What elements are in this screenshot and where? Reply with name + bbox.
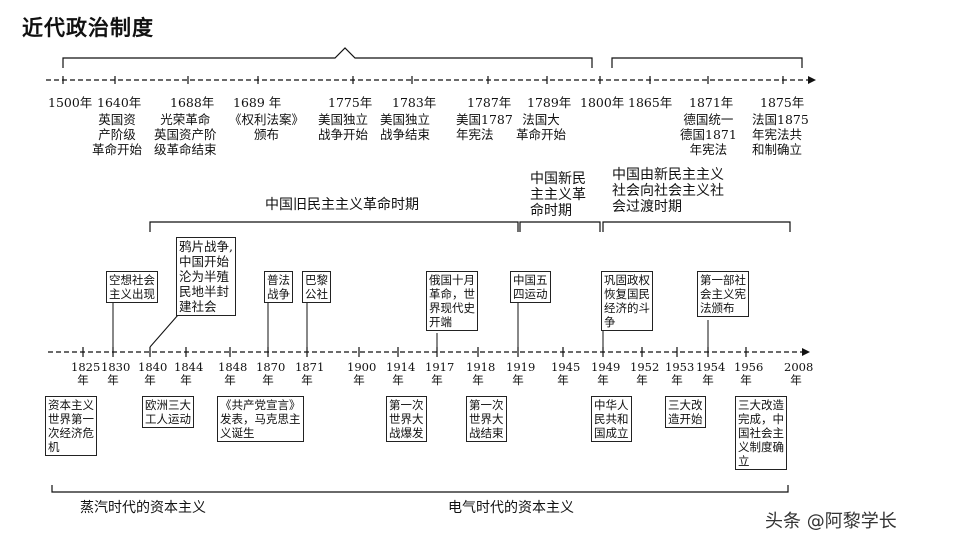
box-communist-manifesto: 《共产党宣言》发表，马克思主义诞生 bbox=[217, 396, 304, 442]
era-electric: 电气时代的资本主义 bbox=[448, 500, 574, 516]
box-prc-founded: 中华人民共和国成立 bbox=[591, 396, 632, 442]
box-workers-movements: 欧洲三大工人运动 bbox=[142, 396, 194, 428]
era-steam: 蒸汽时代的资本主义 bbox=[80, 500, 206, 516]
box-franco-prussian-war: 普法战争 bbox=[264, 271, 293, 303]
box-first-constitution: 第一部社会主义宪法颁布 bbox=[697, 271, 749, 317]
watermark: 头条 @阿黎学长 bbox=[765, 511, 897, 532]
box-opium-war: 鸦片战争,中国开始沦为半殖民地半封建社会 bbox=[176, 237, 236, 316]
event-1688: 光荣革命 英国资产阶 级革命结束 bbox=[154, 112, 217, 157]
box-ww1-start: 第一次世界大战爆发 bbox=[386, 396, 427, 442]
box-three-reforms-complete: 三大改造完成，中国社会主义制度确立 bbox=[735, 396, 787, 470]
top-year-1871: 1871年 bbox=[689, 95, 734, 110]
top-year-1789: 1789年 bbox=[527, 95, 572, 110]
box-utopian-socialism: 空想社会主义出现 bbox=[106, 271, 158, 303]
event-1640: 英国资 产阶级 革命开始 bbox=[92, 112, 143, 157]
box-ww1-end: 第一次世界大战结束 bbox=[466, 396, 507, 442]
top-year-1640: 1640年 bbox=[97, 95, 142, 110]
box-may-fourth-movement: 中国五四运动 bbox=[510, 271, 551, 303]
top-year-1783: 1783年 bbox=[392, 95, 437, 110]
box-paris-commune: 巴黎公社 bbox=[302, 271, 331, 303]
box-three-reforms-start: 三大改造开始 bbox=[665, 396, 706, 428]
event-1775: 美国独立 战争开始 bbox=[318, 112, 369, 142]
top-year-1787: 1787年 bbox=[467, 95, 512, 110]
box-economic-crisis: 资本主义世界第一次经济危机 bbox=[45, 396, 97, 456]
box-october-revolution: 俄国十月革命，世界现代史开端 bbox=[426, 271, 478, 331]
event-1789: 法国大 革命开始 bbox=[516, 112, 567, 142]
top-year-1500: 1500年 bbox=[48, 95, 93, 110]
top-year-1688: 1688年 bbox=[170, 95, 215, 110]
period-transition: 中国由新民主主义 社会向社会主义社 会过渡时期 bbox=[612, 167, 724, 215]
top-year-1800: 1800年 bbox=[580, 95, 625, 110]
event-1689: 《权利法案》 颁布 bbox=[229, 112, 305, 142]
event-1787: 美国1787 年宪法 bbox=[456, 112, 513, 142]
top-year-1689: 1689 年 bbox=[233, 95, 282, 110]
period-new-democratic: 中国新民 主主义革 命时期 bbox=[530, 171, 586, 219]
event-1875: 法国1875 年宪法共 和制确立 bbox=[752, 112, 809, 157]
box-consolidate-power: 巩固政权恢复国民经济的斗争 bbox=[601, 271, 653, 331]
page-title: 近代政治制度 bbox=[22, 16, 154, 40]
top-year-1865: 1865年 bbox=[628, 95, 673, 110]
top-year-1775: 1775年 bbox=[328, 95, 373, 110]
period-old-democratic: 中国旧民主主义革命时期 bbox=[265, 197, 419, 213]
event-1783: 美国独立 战争结束 bbox=[380, 112, 431, 142]
event-1871: 德国统一 德国1871 年宪法 bbox=[680, 112, 737, 157]
top-year-1875: 1875年 bbox=[760, 95, 805, 110]
